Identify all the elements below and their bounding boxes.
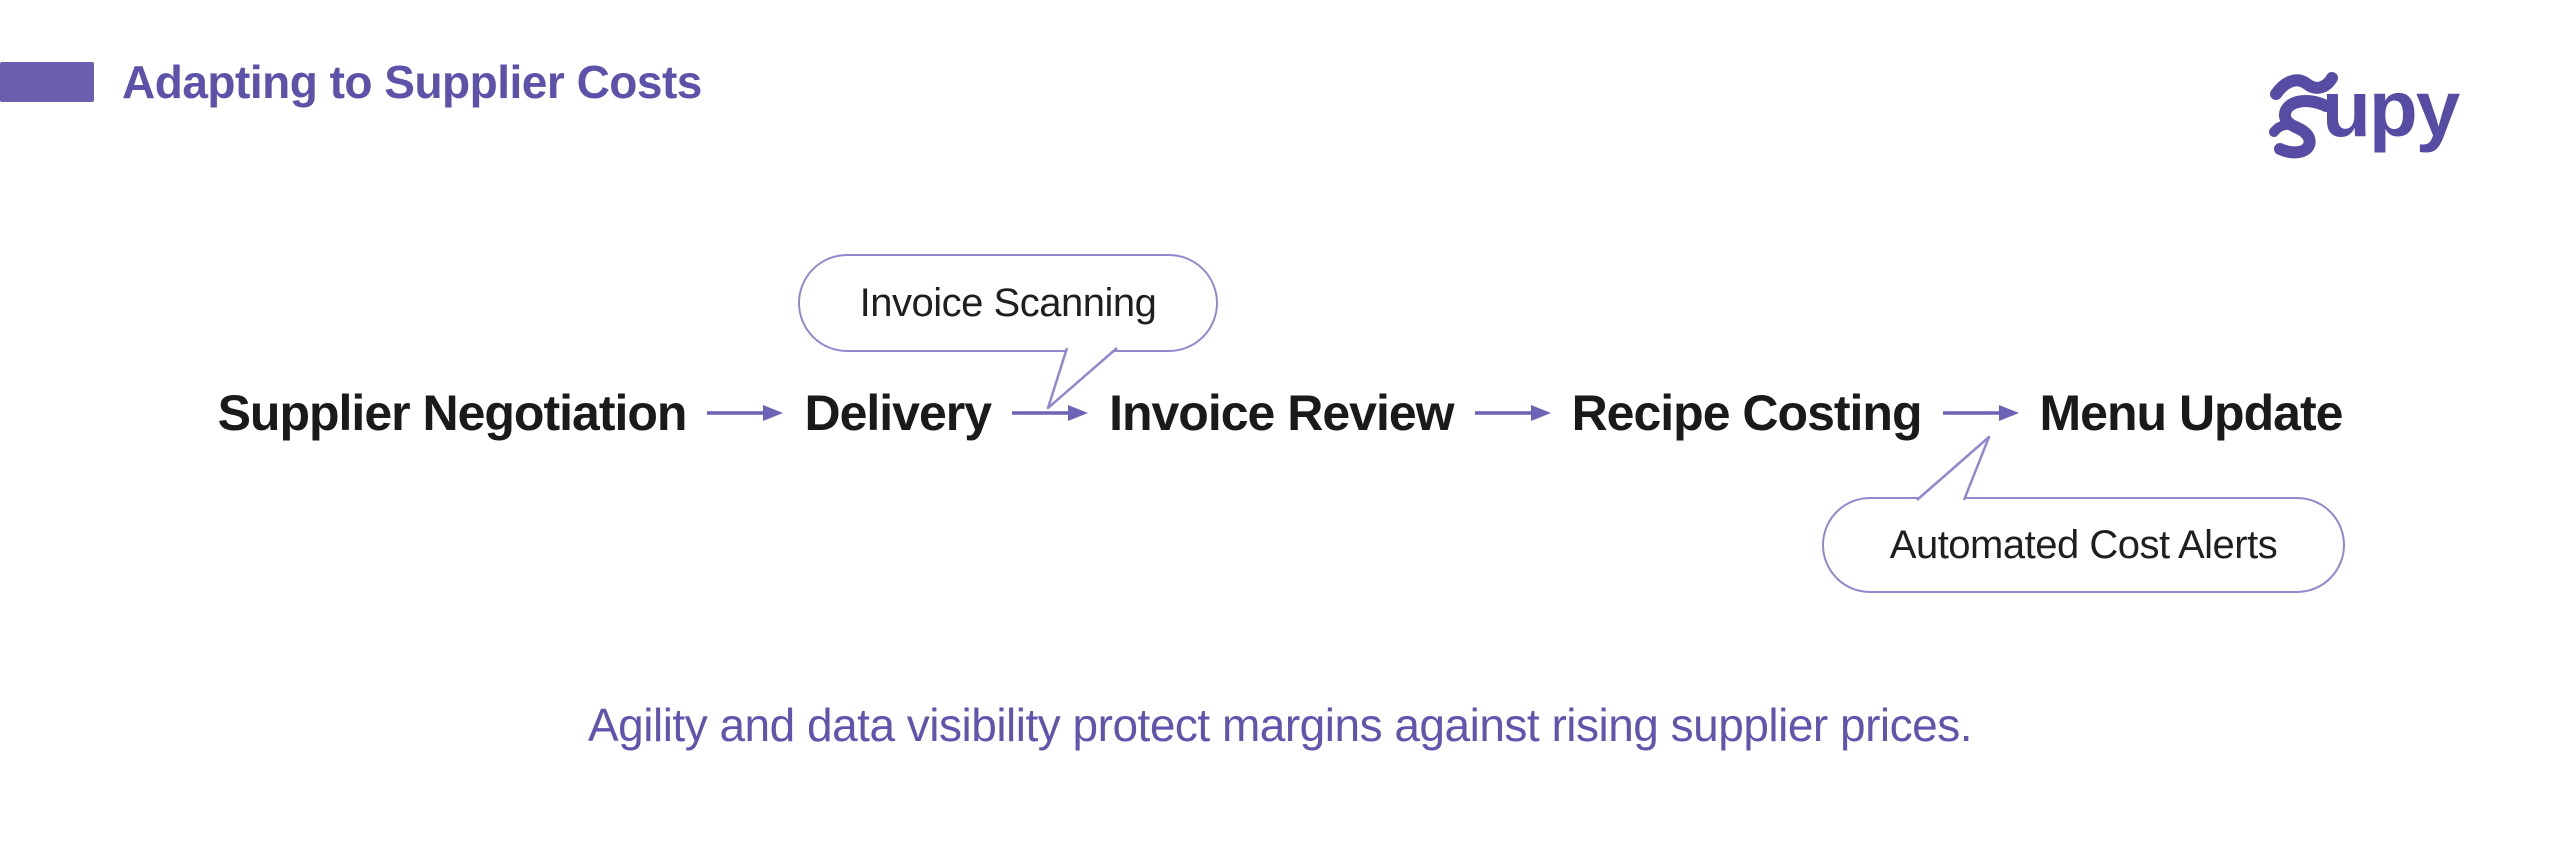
flow-arrow-icon xyxy=(1474,405,1551,421)
logo-wordmark-text: upy xyxy=(2322,64,2461,153)
title-accent-bar xyxy=(0,62,94,102)
callout-tail-icon xyxy=(1916,435,1991,501)
flow-step-menu-update: Menu Update xyxy=(2039,385,2344,441)
callout-tail-icon xyxy=(1046,347,1118,410)
flow-step-recipe-costing: Recipe Costing xyxy=(1571,385,1923,441)
flow-arrow-icon xyxy=(707,405,784,421)
process-flow: Supplier Negotiation Delivery Invoice Re… xyxy=(0,382,2560,444)
supy-logo-icon: upy xyxy=(2269,64,2463,159)
callout-automated-cost-alerts: Automated Cost Alerts xyxy=(1822,497,2345,593)
supy-logo: upy xyxy=(2266,64,2496,164)
flow-arrow-icon xyxy=(1942,405,2019,421)
callout-label: Invoice Scanning xyxy=(859,280,1157,325)
flow-arrow-icon xyxy=(1012,405,1089,421)
flow-step-delivery: Delivery xyxy=(804,385,992,441)
summary-caption: Agility and data visibility protect marg… xyxy=(587,699,1973,751)
flow-step-supplier-negotiation: Supplier Negotiation xyxy=(217,385,688,441)
callout-invoice-scanning: Invoice Scanning xyxy=(798,254,1218,352)
page-title: Adapting to Supplier Costs xyxy=(122,56,702,108)
flow-step-invoice-review: Invoice Review xyxy=(1109,385,1454,441)
callout-label: Automated Cost Alerts xyxy=(1889,522,2278,567)
